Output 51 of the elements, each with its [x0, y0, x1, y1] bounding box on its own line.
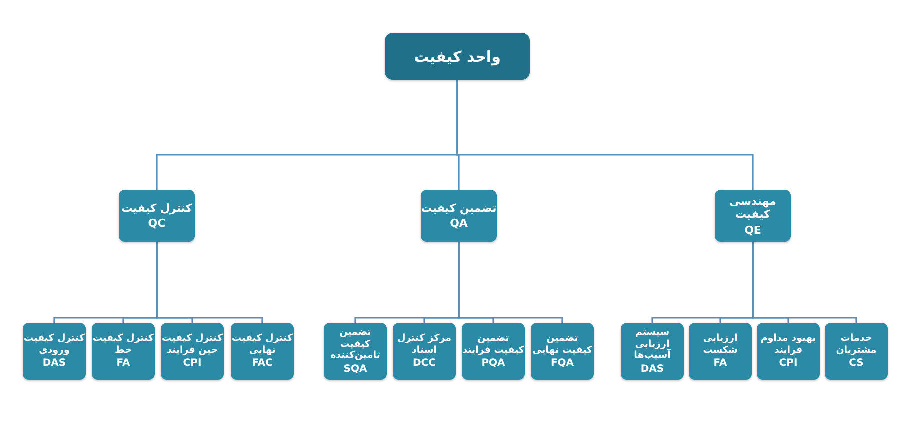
unit-code: CS: [849, 358, 864, 370]
title-box: [385, 33, 530, 80]
unit-name: بهبود مداوم فرایند: [760, 333, 818, 356]
unit-code: FAC: [252, 358, 273, 370]
unit-box: [531, 323, 594, 380]
unit-box: [119, 190, 195, 242]
unit-box: [324, 323, 387, 380]
unit-code: FA: [116, 358, 130, 370]
unit-name: تضمین کیفیت فرایند: [462, 333, 525, 356]
unit-box: [421, 190, 497, 242]
unit-code: SQA: [344, 364, 368, 376]
unit-name: خدمات مشتریان: [835, 333, 878, 356]
unit-code: QE: [744, 224, 762, 237]
unit-name: تضمین کیفیت: [421, 202, 497, 215]
connector-line: [156, 242, 264, 323]
unit-box: [393, 323, 456, 380]
unit-name: کنترل کیفیت خط: [92, 333, 155, 356]
unit-name: کنترل کیفیت ورودی: [23, 333, 86, 356]
unit-name: تضمین کیفیت نهایی: [531, 333, 594, 356]
unit-box: [757, 323, 820, 380]
unit-box: [621, 323, 684, 380]
unit-code: DCC: [413, 358, 436, 370]
unit-name: واحد کیفیت: [414, 48, 501, 66]
unit-code: QC: [148, 217, 166, 230]
connector-line: [456, 80, 754, 190]
unit-name: تضمین کیفیت تامین‌کننده: [330, 327, 382, 362]
connector-line: [752, 242, 858, 323]
unit-code: QA: [450, 217, 468, 230]
unit-box: [23, 323, 86, 380]
unit-box: [161, 323, 224, 380]
unit-name: مهندسی کیفیت: [728, 195, 778, 222]
unit-name: کنترل کیفیت حین فرایند: [161, 333, 224, 356]
unit-code: FQA: [550, 358, 574, 370]
unit-box: [715, 190, 791, 242]
unit-code: PQA: [482, 358, 506, 370]
connector-line: [458, 242, 564, 323]
unit-name: کنترل کیفیت: [122, 202, 192, 215]
unit-code: FA: [714, 358, 728, 370]
unit-name: مرکز کنترل اسناد: [396, 333, 452, 356]
unit-code: DAS: [640, 364, 664, 376]
unit-code: DAS: [42, 358, 66, 370]
unit-box: [462, 323, 525, 380]
unit-code: CPI: [779, 358, 798, 370]
unit-box: [231, 323, 294, 380]
unit-box: [825, 323, 888, 380]
unit-code: CPI: [183, 358, 202, 370]
unit-box: [92, 323, 155, 380]
unit-name: کنترل کیفیت نهایی: [231, 333, 294, 356]
unit-name: ارزیابی شکست: [702, 333, 739, 356]
unit-name: سیستم ارزیابی آسیب‌ها: [633, 327, 672, 362]
unit-box: [689, 323, 752, 380]
